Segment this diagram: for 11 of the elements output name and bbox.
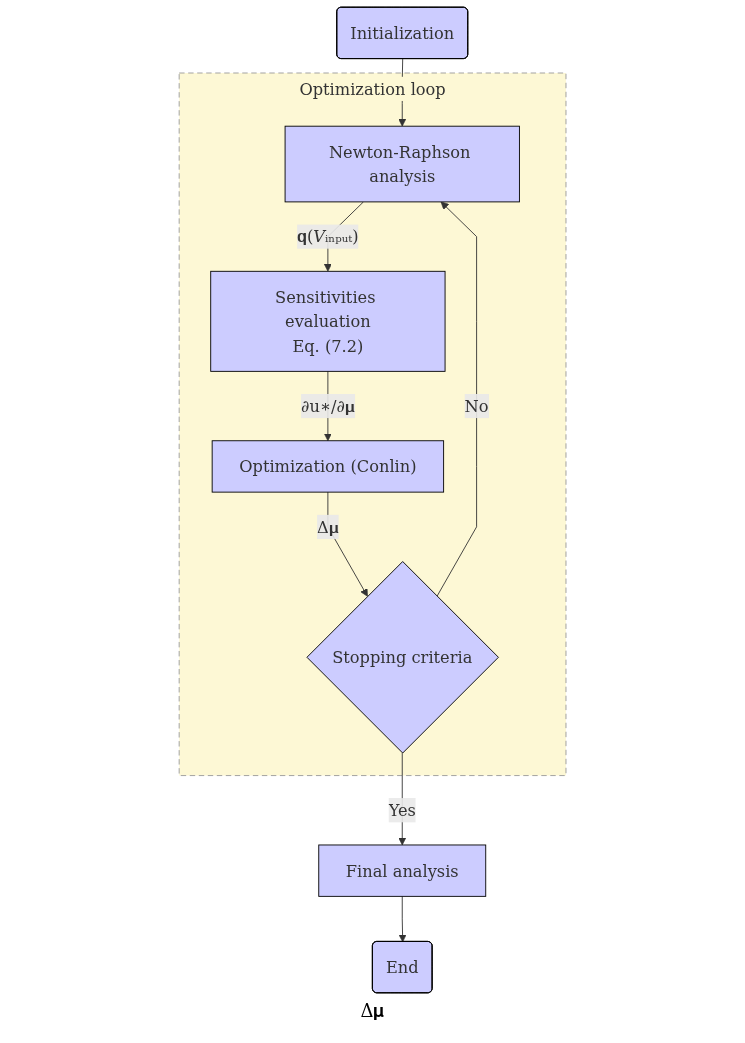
edge-label: 𝐪(𝑉ᵢₙₚᵤₜ)	[297, 227, 359, 247]
node-box: Optimization (Conlin)	[211, 440, 444, 493]
loop-label: Δ𝛍	[359, 1000, 386, 1022]
edge-label: Yes	[388, 800, 416, 820]
node-box: Newton-Raphson analysis	[284, 125, 520, 203]
node-diamond: Stopping criteria	[306, 561, 499, 754]
node-box: Sensitivities evaluation Eq. (7.2)	[210, 270, 446, 372]
edge-label: Δ𝛍	[316, 517, 339, 537]
edge-label: ∂u∗/∂𝛍	[300, 396, 355, 416]
edge-label: No	[464, 396, 489, 416]
node-box: Final analysis	[318, 844, 487, 897]
